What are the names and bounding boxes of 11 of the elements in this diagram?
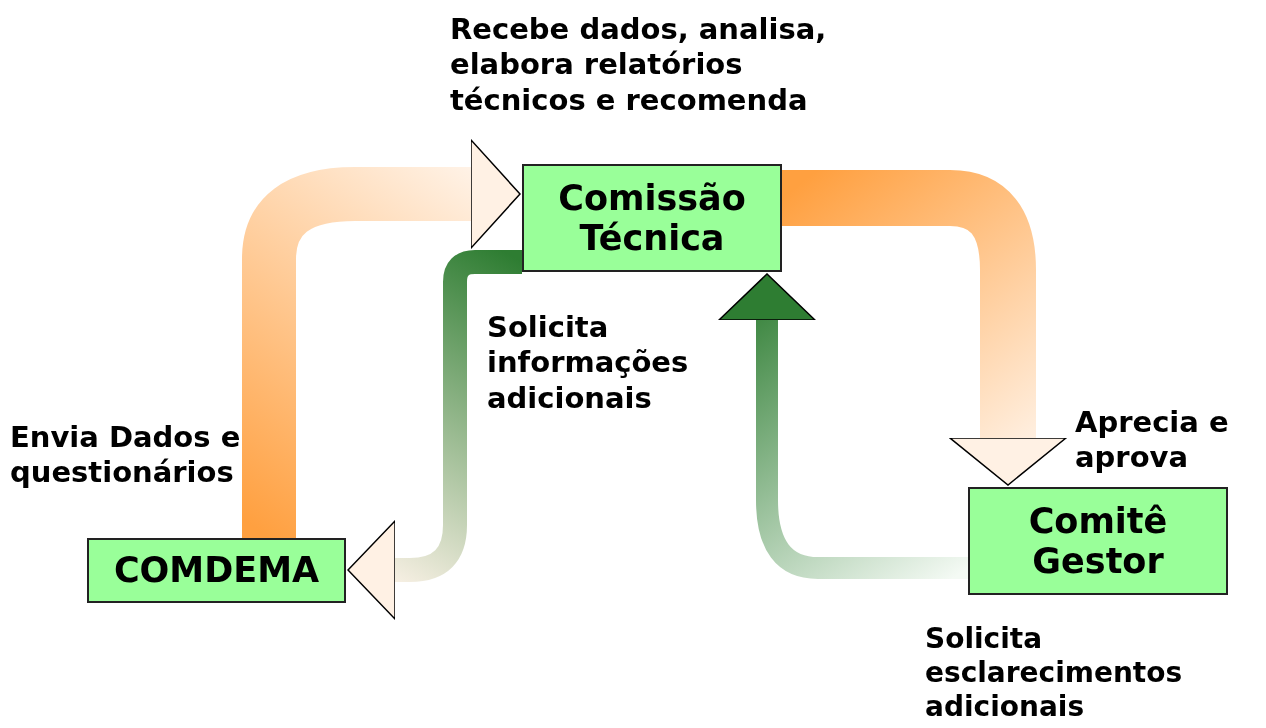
annotation-text: Recebe dados, analisa, elabora relatórios técnicos e recomenda [450,12,828,119]
annotation-text: Aprecia e aprova [1075,405,1230,476]
curved-block-arrow [718,273,968,579]
annotation-text: Envia Dados e questionários [10,420,242,491]
annotation-text: Solicita esclarecimentos adicionais [925,622,1184,725]
process-box: Comissão Técnica [522,164,782,272]
process-box: Comitê Gestor [968,487,1228,595]
curved-block-arrow [242,139,521,538]
curved-block-arrow [347,250,522,620]
process-box: COMDEMA [87,538,346,603]
curved-block-arrow [782,170,1067,486]
